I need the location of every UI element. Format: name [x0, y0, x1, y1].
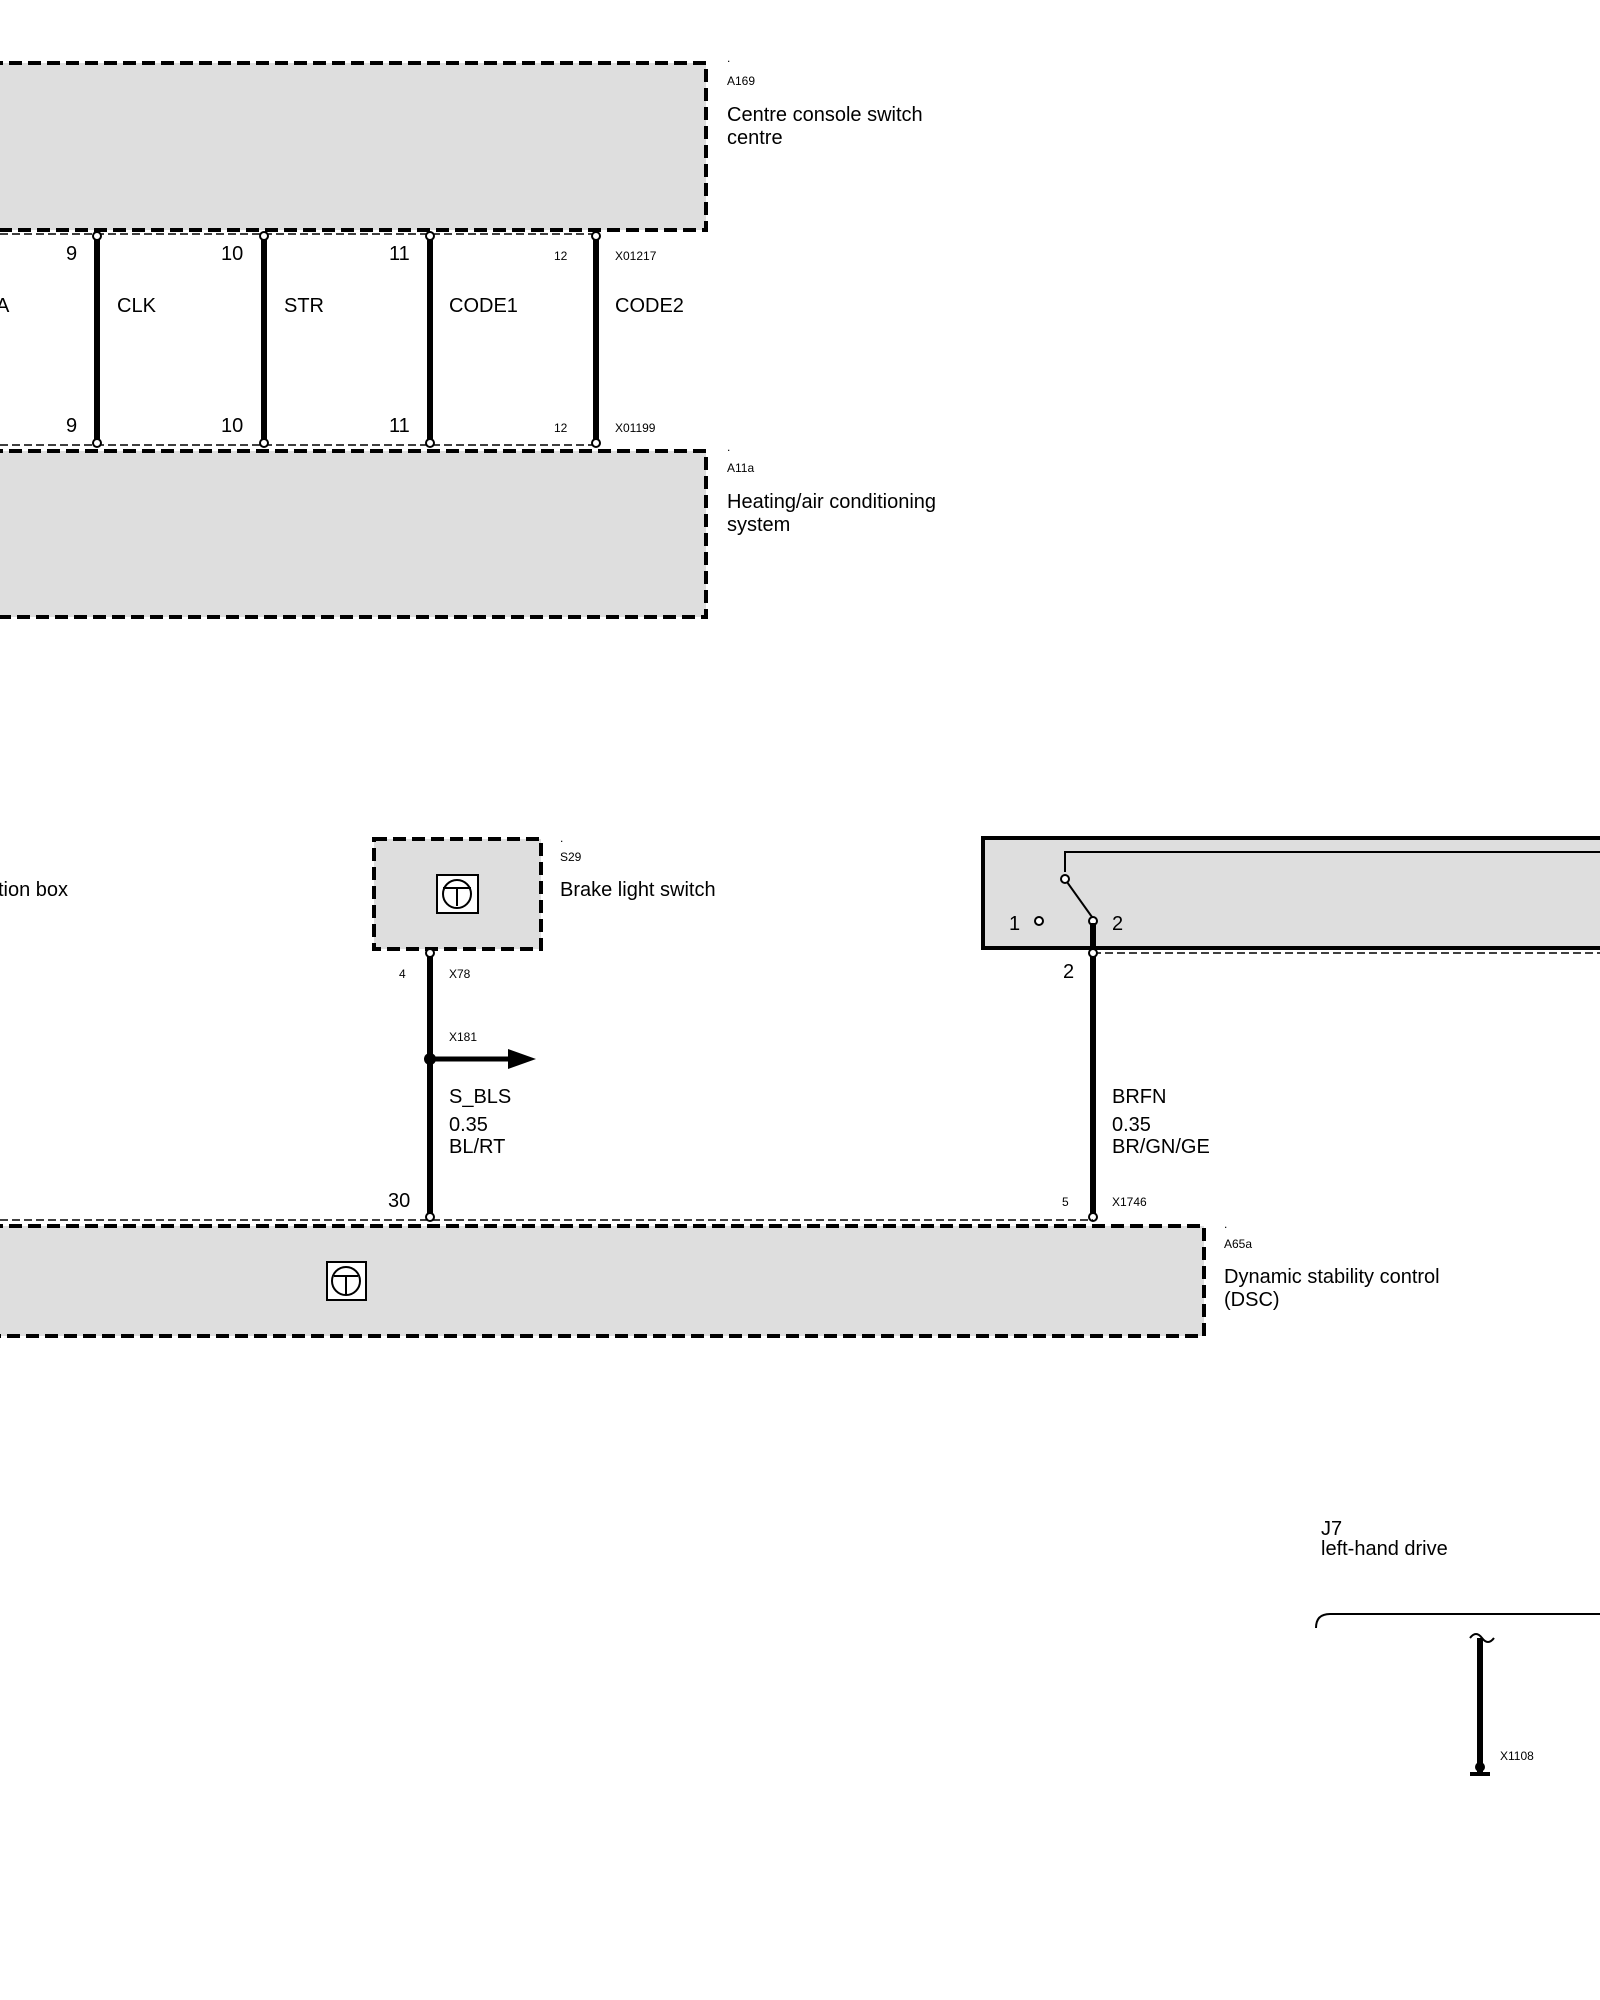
switch-lever — [1066, 881, 1093, 918]
connector-id-x01217: X01217 — [615, 249, 657, 263]
switch-contact — [1034, 916, 1044, 926]
wire-brfn-color: BR/GN/GE — [1112, 1136, 1210, 1158]
j7-variant: J7 left-hand drive X1108 — [1315, 1518, 1600, 1776]
a11a-box — [0, 449, 708, 619]
arrow-right-icon — [508, 1049, 536, 1069]
signal-code1: CODE1 — [449, 295, 518, 317]
connector-id-x1746: X1746 — [1112, 1195, 1147, 1209]
a65a-id: A65a — [1224, 1237, 1252, 1251]
pin-terminal — [425, 438, 435, 448]
component-a169: . A169 Centre console switch centre — [0, 51, 923, 232]
pin-terminal — [425, 231, 435, 241]
switch-contact — [1060, 874, 1070, 884]
pin-terminal — [425, 948, 435, 958]
a11a-name-line1: Heating/air conditioning — [727, 491, 936, 513]
x181-splice: X181 — [424, 1030, 536, 1069]
pin-terminal — [591, 438, 601, 448]
dsc-pin-number: 30 — [388, 1190, 410, 1212]
signal-str: STR — [284, 295, 324, 317]
s29-id: S29 — [560, 850, 582, 864]
component-a11a: . A11a Heating/air conditioning system — [0, 440, 936, 619]
dsc-pin-number: 5 — [1062, 1195, 1069, 1209]
switch-box — [981, 836, 1600, 950]
switch-pin1: 1 — [1009, 913, 1020, 935]
j7-desc: left-hand drive — [1321, 1538, 1448, 1560]
a65a-name-line2: (DSC) — [1224, 1289, 1280, 1311]
s29-name: Brake light switch — [560, 879, 716, 901]
switch-internal-line — [1064, 851, 1600, 872]
pin-terminal — [92, 231, 102, 241]
a65a-dot: . — [1224, 1217, 1227, 1231]
connector-id-x01199: X01199 — [615, 421, 656, 435]
component-a65a: . A65a Dynamic stability control (DSC) — [0, 1217, 1440, 1338]
wire-s-bls-size: 0.35 — [449, 1114, 488, 1136]
connector-id-x181: X181 — [449, 1030, 477, 1044]
component-s29: . S29 Brake light switch — [372, 831, 716, 951]
a65a-box — [0, 1224, 1206, 1338]
wire-s-bls-color: BL/RT — [449, 1136, 505, 1158]
pin-number: 9 — [66, 415, 77, 437]
pin-number: 9 — [66, 243, 77, 265]
s29-dot: . — [560, 831, 563, 845]
a169-name-line1: Centre console switch — [727, 104, 923, 126]
a169-name-line2: centre — [727, 127, 783, 149]
pin-terminal — [425, 1212, 435, 1222]
a169-box — [0, 61, 708, 232]
wire-brfn-signal: BRFN — [1112, 1086, 1166, 1108]
pin-terminal — [1088, 1212, 1098, 1222]
signal-code2: CODE2 — [615, 295, 684, 317]
pin-number: 12 — [554, 249, 568, 263]
wire-brfn-size: 0.35 — [1112, 1114, 1151, 1136]
a11a-name-line2: system — [727, 514, 790, 536]
pin-terminal — [1088, 948, 1098, 958]
component-switch: 1 2 — [981, 836, 1600, 950]
pin-number: 11 — [389, 415, 410, 437]
junction-box-label: tion box — [0, 879, 68, 901]
a11a-dot: . — [727, 440, 730, 454]
signal-partial: A — [0, 295, 10, 317]
semiconductor-icon — [326, 1261, 367, 1301]
switch-pin2: 2 — [1112, 913, 1123, 935]
ground-terminal-icon — [1475, 1762, 1485, 1772]
s29-box — [372, 837, 543, 951]
pin-terminal — [259, 438, 269, 448]
connector-id-x78: X78 — [449, 967, 471, 981]
a65a-name-line1: Dynamic stability control — [1224, 1266, 1440, 1288]
wire-s-bls-signal: S_BLS — [449, 1086, 511, 1108]
pin-number: 12 — [554, 421, 568, 435]
pin-terminal — [259, 231, 269, 241]
a11a-id: A11a — [727, 461, 754, 475]
connector-id-x1108: X1108 — [1500, 1749, 1534, 1763]
a169-dot: . — [727, 51, 730, 65]
j7-id: J7 — [1321, 1518, 1342, 1540]
a169-id: A169 — [727, 74, 755, 88]
bus-wires — [92, 231, 601, 448]
signal-clk: CLK — [117, 295, 157, 317]
s29-pin-number: 4 — [399, 967, 406, 981]
pin-number: 10 — [221, 243, 243, 265]
pin-terminal — [591, 231, 601, 241]
pin-number: 10 — [221, 415, 243, 437]
pin-terminal — [92, 438, 102, 448]
semiconductor-icon — [436, 874, 479, 914]
j7-bracket — [1315, 1613, 1600, 1629]
switch-pin-number: 2 — [1063, 961, 1074, 983]
pin-number: 11 — [389, 243, 410, 265]
